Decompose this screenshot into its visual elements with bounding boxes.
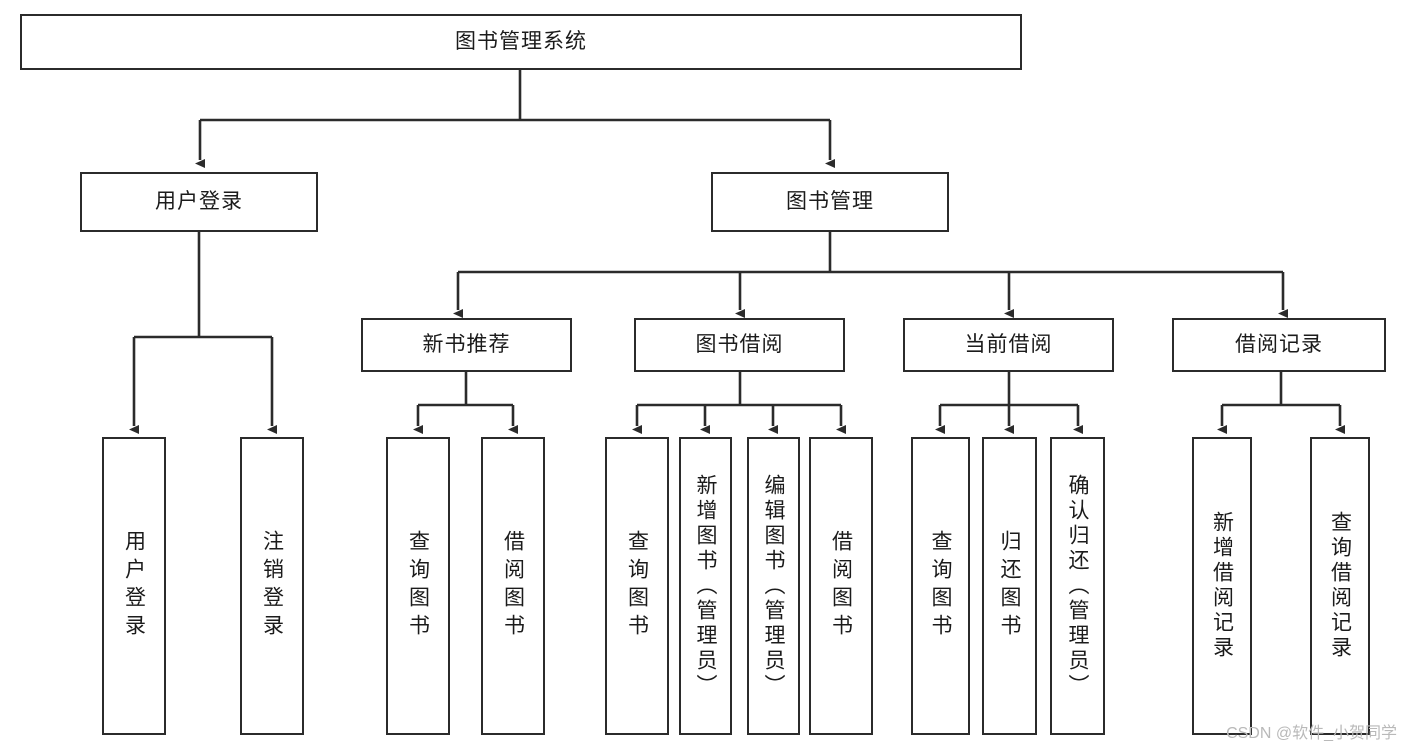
node-label: 编辑图书（管理员） <box>762 473 786 699</box>
leaf-logout[interactable]: 注销登录 <box>240 437 304 735</box>
node-label: 新增图书（管理员） <box>694 473 718 699</box>
node-book-management[interactable]: 图书管理 <box>711 172 949 232</box>
node-label: 用户登录 <box>122 530 146 642</box>
node-label: 图书借阅 <box>695 333 784 357</box>
node-label: 当前借阅 <box>964 333 1053 357</box>
node-new-book-recommend[interactable]: 新书推荐 <box>361 318 572 372</box>
leaf-add-book-admin[interactable]: 新增图书（管理员） <box>679 437 732 735</box>
node-root-system[interactable]: 图书管理系统 <box>20 14 1022 70</box>
leaf-add-borrow-record[interactable]: 新增借阅记录 <box>1192 437 1252 735</box>
leaf-borrow-book-newbook[interactable]: 借阅图书 <box>481 437 545 735</box>
node-label: 确认归还（管理员） <box>1066 473 1090 699</box>
node-label: 查询借阅记录 <box>1328 511 1352 661</box>
node-borrow-records[interactable]: 借阅记录 <box>1172 318 1386 372</box>
leaf-edit-book-admin[interactable]: 编辑图书（管理员） <box>747 437 800 735</box>
node-label: 借阅图书 <box>829 530 853 642</box>
leaf-query-book-newbook[interactable]: 查询图书 <box>386 437 450 735</box>
node-label: 查询图书 <box>929 530 953 642</box>
leaf-query-book-current[interactable]: 查询图书 <box>911 437 970 735</box>
leaf-query-borrow-record[interactable]: 查询借阅记录 <box>1310 437 1370 735</box>
node-label: 新书推荐 <box>422 333 511 357</box>
node-label: 图书管理系统 <box>455 30 587 54</box>
node-user-login[interactable]: 用户登录 <box>80 172 318 232</box>
leaf-return-book[interactable]: 归还图书 <box>982 437 1037 735</box>
leaf-user-login[interactable]: 用户登录 <box>102 437 166 735</box>
leaf-borrow-book[interactable]: 借阅图书 <box>809 437 873 735</box>
node-label: 注销登录 <box>260 530 284 642</box>
node-label: 图书管理 <box>786 190 874 214</box>
csdn-watermark: CSDN @软件_小贺同学 <box>1226 725 1397 742</box>
leaf-confirm-return-admin[interactable]: 确认归还（管理员） <box>1050 437 1105 735</box>
leaf-query-book-borrow[interactable]: 查询图书 <box>605 437 669 735</box>
node-label: 归还图书 <box>998 530 1022 642</box>
node-label: 查询图书 <box>406 530 430 642</box>
node-label: 新增借阅记录 <box>1210 511 1234 661</box>
node-current-borrow[interactable]: 当前借阅 <box>903 318 1114 372</box>
node-book-borrow[interactable]: 图书借阅 <box>634 318 845 372</box>
node-label: 用户登录 <box>155 190 243 214</box>
node-label: 借阅记录 <box>1235 333 1323 357</box>
node-label: 借阅图书 <box>501 530 525 642</box>
node-label: 查询图书 <box>625 530 649 642</box>
